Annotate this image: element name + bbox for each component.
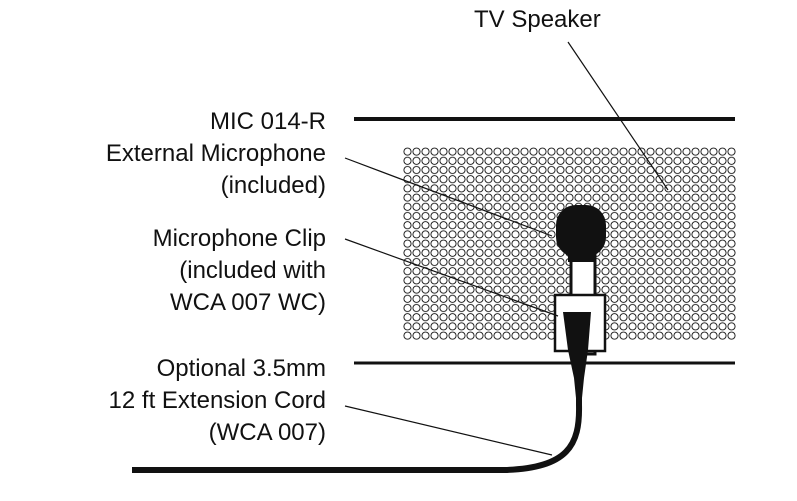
extension-cord bbox=[132, 393, 583, 473]
clip-leader bbox=[344, 238, 559, 317]
tv-speaker-leader bbox=[567, 41, 669, 191]
tv-speaker-label-text: TV Speaker bbox=[474, 6, 601, 33]
clip-label-line-3: WCA 007 WC) bbox=[169, 289, 326, 316]
clip-label-line-1: Microphone Clip bbox=[152, 225, 326, 252]
extension-cord-label-line-2: 12 ft Extension Cord bbox=[108, 387, 326, 414]
microphone-neck bbox=[568, 250, 596, 262]
microphone-label-line-2: External Microphone bbox=[105, 140, 326, 167]
clip-label: Microphone Clip (included with WCA 007 W… bbox=[153, 223, 326, 319]
clip-label-line-2: (included with bbox=[179, 257, 326, 284]
microphone-plug bbox=[563, 312, 591, 398]
microphone-label-line-1: MIC 014-R bbox=[209, 108, 326, 135]
microphone-label: MIC 014-R External Microphone (included) bbox=[106, 106, 326, 202]
extension-cord-label: Optional 3.5mm 12 ft Extension Cord (WCA… bbox=[109, 353, 326, 449]
tv-speaker-label: TV Speaker bbox=[474, 4, 601, 36]
extension-cord-label-line-1: Optional 3.5mm bbox=[156, 355, 326, 382]
microphone-head bbox=[556, 205, 606, 257]
cord-leader bbox=[344, 405, 553, 456]
mic-leader bbox=[344, 157, 553, 237]
microphone-label-line-3: (included) bbox=[220, 172, 326, 199]
extension-cord-label-line-3: (WCA 007) bbox=[208, 419, 326, 446]
